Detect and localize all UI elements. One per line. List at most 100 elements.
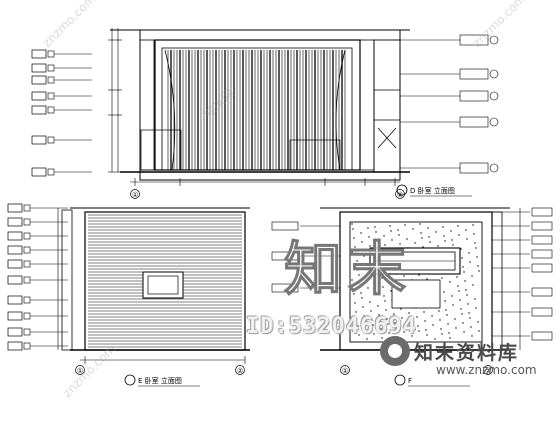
top-elevation-view — [108, 28, 410, 186]
tag-box — [7, 341, 23, 351]
marble-speckle — [359, 283, 361, 285]
view-caption: E 卧室 立面图 — [138, 376, 182, 385]
tag-bubble — [23, 276, 31, 284]
marble-speckle — [393, 313, 395, 315]
brand-logo-icon — [380, 336, 410, 366]
marble-speckle — [438, 310, 440, 312]
tag-circle — [489, 163, 499, 173]
marble-speckle — [465, 229, 467, 231]
marble-speckle — [366, 338, 368, 340]
marble-speckle — [469, 261, 471, 263]
marble-speckle — [395, 327, 397, 329]
marble-speckle — [363, 315, 365, 317]
marble-speckle — [464, 280, 466, 282]
tag-box — [531, 249, 553, 259]
marble-speckle — [423, 311, 425, 313]
marble-speckle — [466, 238, 468, 240]
marble-speckle — [417, 325, 419, 327]
marble-speckle — [360, 292, 362, 294]
marble-speckle — [451, 295, 453, 297]
marble-speckle — [352, 288, 354, 290]
watermark-id: ID:532046694 — [246, 314, 417, 339]
marble-panel — [349, 221, 483, 343]
marble-speckle — [374, 282, 376, 284]
tag-box — [271, 283, 299, 293]
marble-speckle — [468, 252, 470, 254]
view-caption: F — [408, 377, 412, 385]
marble-speckle — [387, 323, 389, 325]
marble-speckle — [448, 332, 450, 334]
marble-speckle — [431, 315, 433, 317]
tag-box — [271, 221, 299, 231]
marble-speckle — [418, 330, 420, 332]
marble-speckle — [459, 299, 461, 301]
chair — [140, 129, 182, 171]
tag-bubble — [23, 204, 31, 212]
marble-speckle — [399, 243, 401, 245]
marble-speckle — [388, 332, 390, 334]
marble-speckle — [412, 228, 414, 230]
marble-speckle — [462, 322, 464, 324]
tag-bubble — [23, 342, 31, 350]
tag-circle — [489, 69, 499, 79]
marble-speckle — [443, 291, 445, 293]
marble-speckle — [419, 223, 421, 225]
marble-speckle — [477, 265, 479, 267]
marble-speckle — [403, 275, 405, 277]
tag-box — [31, 135, 47, 145]
marble-speckle — [444, 240, 446, 242]
tag-box — [7, 217, 23, 227]
tag-box — [531, 207, 553, 217]
marble-speckle — [373, 333, 375, 335]
tag-bubble — [23, 232, 31, 240]
marble-speckle — [398, 234, 400, 236]
marble-speckle — [447, 323, 449, 325]
marble-speckle — [389, 225, 391, 227]
marble-speckle — [365, 329, 367, 331]
tag-bubble — [23, 328, 31, 336]
marble-speckle — [400, 308, 402, 310]
window-opening — [161, 47, 353, 171]
marble-speckle — [425, 329, 427, 331]
tag-bubble — [47, 106, 55, 114]
marble-speckle — [475, 247, 477, 249]
marble-speckle — [358, 274, 360, 276]
marble-speckle — [404, 224, 406, 226]
marble-speckle — [471, 335, 473, 337]
marble-speckle — [351, 279, 353, 281]
tag-box — [31, 91, 47, 101]
marble-speckle — [432, 324, 434, 326]
watermark-big-logo-text: 知末 — [283, 234, 413, 303]
marble-speckle — [441, 277, 443, 279]
grid-bubble-label: ① — [132, 191, 138, 199]
marble-speckle — [443, 235, 445, 237]
tag-box — [459, 34, 489, 46]
marble-speckle — [457, 225, 459, 227]
marble-speckle — [371, 319, 373, 321]
marble-speckle — [462, 266, 464, 268]
marble-speckle — [380, 328, 382, 330]
marble-speckle — [386, 318, 388, 320]
side-column — [491, 211, 503, 351]
marble-speckle — [411, 335, 413, 337]
marble-speckle — [460, 248, 462, 250]
marble-speckle — [375, 291, 377, 293]
marble-speckle — [428, 236, 430, 238]
marble-speckle — [461, 313, 463, 315]
marble-speckle — [353, 237, 355, 239]
curtain-drape-right — [335, 49, 346, 171]
tag-box — [531, 331, 553, 341]
marble-speckle — [418, 274, 420, 276]
grid-bubble — [395, 189, 405, 199]
grid-bubble — [235, 365, 245, 375]
marble-speckle — [366, 278, 368, 280]
marble-speckle — [472, 224, 474, 226]
marble-speckle — [363, 255, 365, 257]
marble-speckle — [452, 304, 454, 306]
tag-box — [7, 327, 23, 337]
marble-speckle — [437, 245, 439, 247]
tag-bubble — [47, 50, 55, 58]
marble-speckle — [384, 300, 386, 302]
